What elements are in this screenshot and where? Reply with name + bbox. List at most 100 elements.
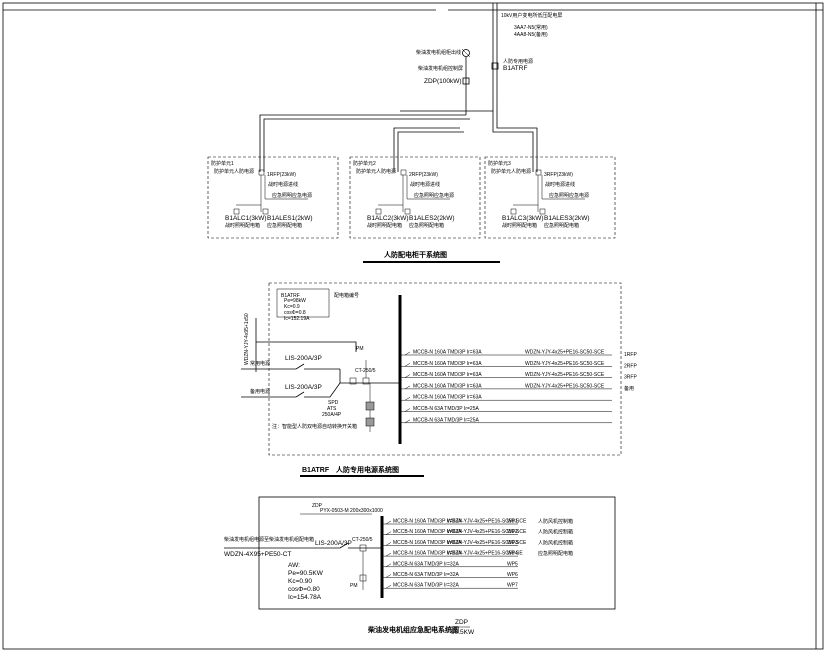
atrf-cable-label: WDZN-YJY-4x25+PE16-SC50-SCE — [525, 383, 605, 389]
ats-rating: 250A/4P — [322, 412, 342, 418]
generator-switch-symbol — [462, 49, 470, 57]
zdp-circuit-code: WP6 — [507, 572, 518, 578]
atrf-cable-label: WDZN-YJY-4x25+PE16-SC50-SCE — [525, 361, 605, 367]
b1atrf-caption-code: B1ATRF — [302, 467, 330, 474]
zdp-incoming-note: 柴油发电机组电源至柴油发电机组配电箱 — [224, 536, 314, 543]
cable-label-1: 3AA7-N5(常用) — [514, 24, 548, 31]
zdp-label: ZDP(100kW) — [424, 78, 462, 85]
spd-symbol-2 — [365, 417, 375, 427]
unit-lighting-note: 战时电源进线 — [268, 181, 298, 188]
unit-branch — [264, 175, 308, 200]
zdp-incoming-cable: WDZN-4X95+PE50-CT — [224, 551, 291, 558]
trunk-unit3-a — [496, 100, 538, 172]
zdp-ct-label: CT-250/5 — [352, 537, 373, 543]
atrf-note: 注：智能型人防双电源自动转换开关箱 — [272, 423, 357, 430]
unit-fp-label: 3RFP(23kW) — [544, 172, 573, 178]
atrf-breaker-blade — [404, 374, 411, 378]
atrf-dest-label: 3RFP — [624, 375, 637, 381]
zdp-calc-3: cosΦ=0.80 — [288, 586, 320, 593]
unit-acl-note: 战时照明配电箱 — [367, 222, 402, 229]
b1atrf-header-box — [276, 288, 330, 318]
ct-label: CT-250/5 — [355, 368, 376, 374]
generator-switch-note: 柴油发电机组柜出线 — [416, 49, 461, 56]
zdp-meter-label: PM — [350, 583, 358, 589]
atrf-breaker-label: MCCB-N 160A TMD/3P Ir=63A — [413, 372, 482, 378]
zdp-caption-code: ZDP — [455, 619, 468, 626]
zdp-breaker-blade — [385, 584, 392, 589]
atrf-breaker-label: MCCB-N 160A TMD/3P Ir=63A — [413, 395, 482, 401]
backup-supply-label: 备用电源 — [250, 388, 270, 395]
zdp-breaker-blade — [385, 552, 392, 557]
zdp-dest-label: 人防风机控制箱 — [538, 529, 573, 536]
switch2-label: LIS-200A/3P — [285, 384, 322, 391]
unit-acl-symbol — [375, 208, 382, 215]
unit-acl-label: B1ALC2(3kW) — [367, 215, 409, 222]
zdp-breaker-label: MCCB-N 160A TMD/3P Ir=63A — [393, 529, 462, 535]
unit-acl-label: B1ALC1(3kW) — [225, 215, 267, 222]
zdp-breaker-label: MCCB-N 63A TMD/3P Ir=32A — [393, 561, 459, 567]
trunk-split — [400, 100, 494, 112]
atrf-dest-label: 2RFP — [624, 363, 637, 369]
zdp-circuit-code: WP1 — [507, 519, 518, 525]
unit-acl-symbol — [510, 208, 517, 215]
zdp-breaker-label: MCCB-N 160A TMD/3P Ir=63A — [393, 551, 462, 557]
ats-label: ATS — [327, 406, 337, 412]
b1atrf-box-symbol — [491, 62, 499, 70]
trunk-unit1-a — [259, 114, 466, 172]
atrf-dest-label: 1RFP — [624, 352, 637, 358]
atrf-breaker-label: MCCB-N 160A TMD/3P Ir=63A — [413, 383, 482, 389]
protection-unit-box — [484, 156, 616, 239]
zdp-circuit-code: WP7 — [507, 583, 518, 589]
atrf-breaker-blade — [404, 363, 411, 367]
zdp-cable-label: WDZN-YJV-4x25+PE16-SC50-SCE — [447, 529, 527, 535]
trunk-unit1-b — [263, 118, 470, 172]
protection-unit-box — [349, 156, 481, 239]
calc-line-3: cosΦ=0.8 — [284, 310, 306, 316]
atrf-dest-label: 备用 — [624, 385, 634, 392]
unit-ales-note: 应急照明配电箱 — [544, 222, 579, 229]
switch2-blade — [295, 391, 305, 398]
zdp-circuit-code: WP5 — [507, 561, 518, 567]
trunk-unit3-b — [492, 111, 534, 172]
zdp-dest-label: 人防风机控制箱 — [538, 518, 573, 525]
riser-caption: 人防配电柜干系统图 — [384, 250, 447, 259]
zdp-diagram: ZDP PYX-0503-M 200x300x1000 柴油发电机组电源至柴油发… — [224, 496, 616, 636]
zdp-box-symbol — [462, 77, 470, 85]
unit-lighting-note: 战时电源进线 — [410, 181, 440, 188]
generator-panel-note: 柴油发电机组控制屏 — [418, 65, 463, 72]
unit-fp-label: 1RFP(23kW) — [267, 172, 296, 178]
unit-feeder-note: 防护单元人防电源 — [214, 168, 254, 175]
unit-feeder-note: 防护单元人防电源 — [491, 168, 531, 175]
b1atrf-caption-text: 人防专用电源系统图 — [336, 465, 399, 474]
incoming-cable-label: WDZN-YJY-4x95+1x50 — [244, 313, 250, 365]
unit-title: 防护单元3 — [488, 160, 511, 167]
spd-symbol — [365, 401, 375, 411]
supply-note: 10kV用户变电所低压配电屏 — [501, 12, 562, 19]
zdp-breaker-blade — [385, 531, 392, 535]
unit-ales-label: B1ALES3(2kW) — [544, 215, 590, 222]
zdp-header-code: ZDP — [312, 503, 323, 509]
unit-acl-note: 战时照明配电箱 — [502, 222, 537, 229]
zdp-caption-rating: 90.5KW — [451, 629, 475, 636]
b1atrf-diagram: B1ATRF 配电箱编号 Pe=98kW Kc=0.9 cosΦ=0.8 Ic=… — [241, 282, 637, 477]
unit-emergency-note: 应急照明应急电源 — [549, 192, 589, 199]
zdp-breaker-label: MCCB-N 63A TMD/3P Ir=32A — [393, 572, 459, 578]
switch1-label: LIS-200A/3P — [285, 355, 322, 362]
zdp-cable-label: WDZN-YJV-4x25+PE16-SC50-SCE — [447, 540, 527, 546]
zdp-breaker-label: MCCB-N 160A TMD/3P Ir=63A — [393, 519, 462, 525]
unit-fp-symbol — [400, 169, 407, 176]
zdp-calc-2: Kc=0.90 — [288, 578, 312, 585]
unit-branch — [406, 175, 450, 200]
unit-emergency-note: 应急照明应急电源 — [272, 192, 312, 199]
atrf-breaker-label: MCCB-N 63A TMD/3P Ir=25A — [413, 406, 479, 412]
unit-acl-symbol — [233, 208, 240, 215]
unit-ales-symbol — [404, 208, 411, 215]
unit-feeder-note: 防护单元人防电源 — [356, 168, 396, 175]
ct-symbol — [349, 377, 357, 385]
zdp-breaker-blade — [385, 520, 392, 525]
unit-branch — [541, 175, 585, 200]
riser-diagram: 10kV用户变电所低压配电屏 3AA7-N5(常用) 4AA8-N5(备用) 柴… — [207, 3, 616, 263]
unit-acl-note: 战时照明配电箱 — [225, 222, 260, 229]
atrf-breaker-blade — [404, 408, 411, 412]
